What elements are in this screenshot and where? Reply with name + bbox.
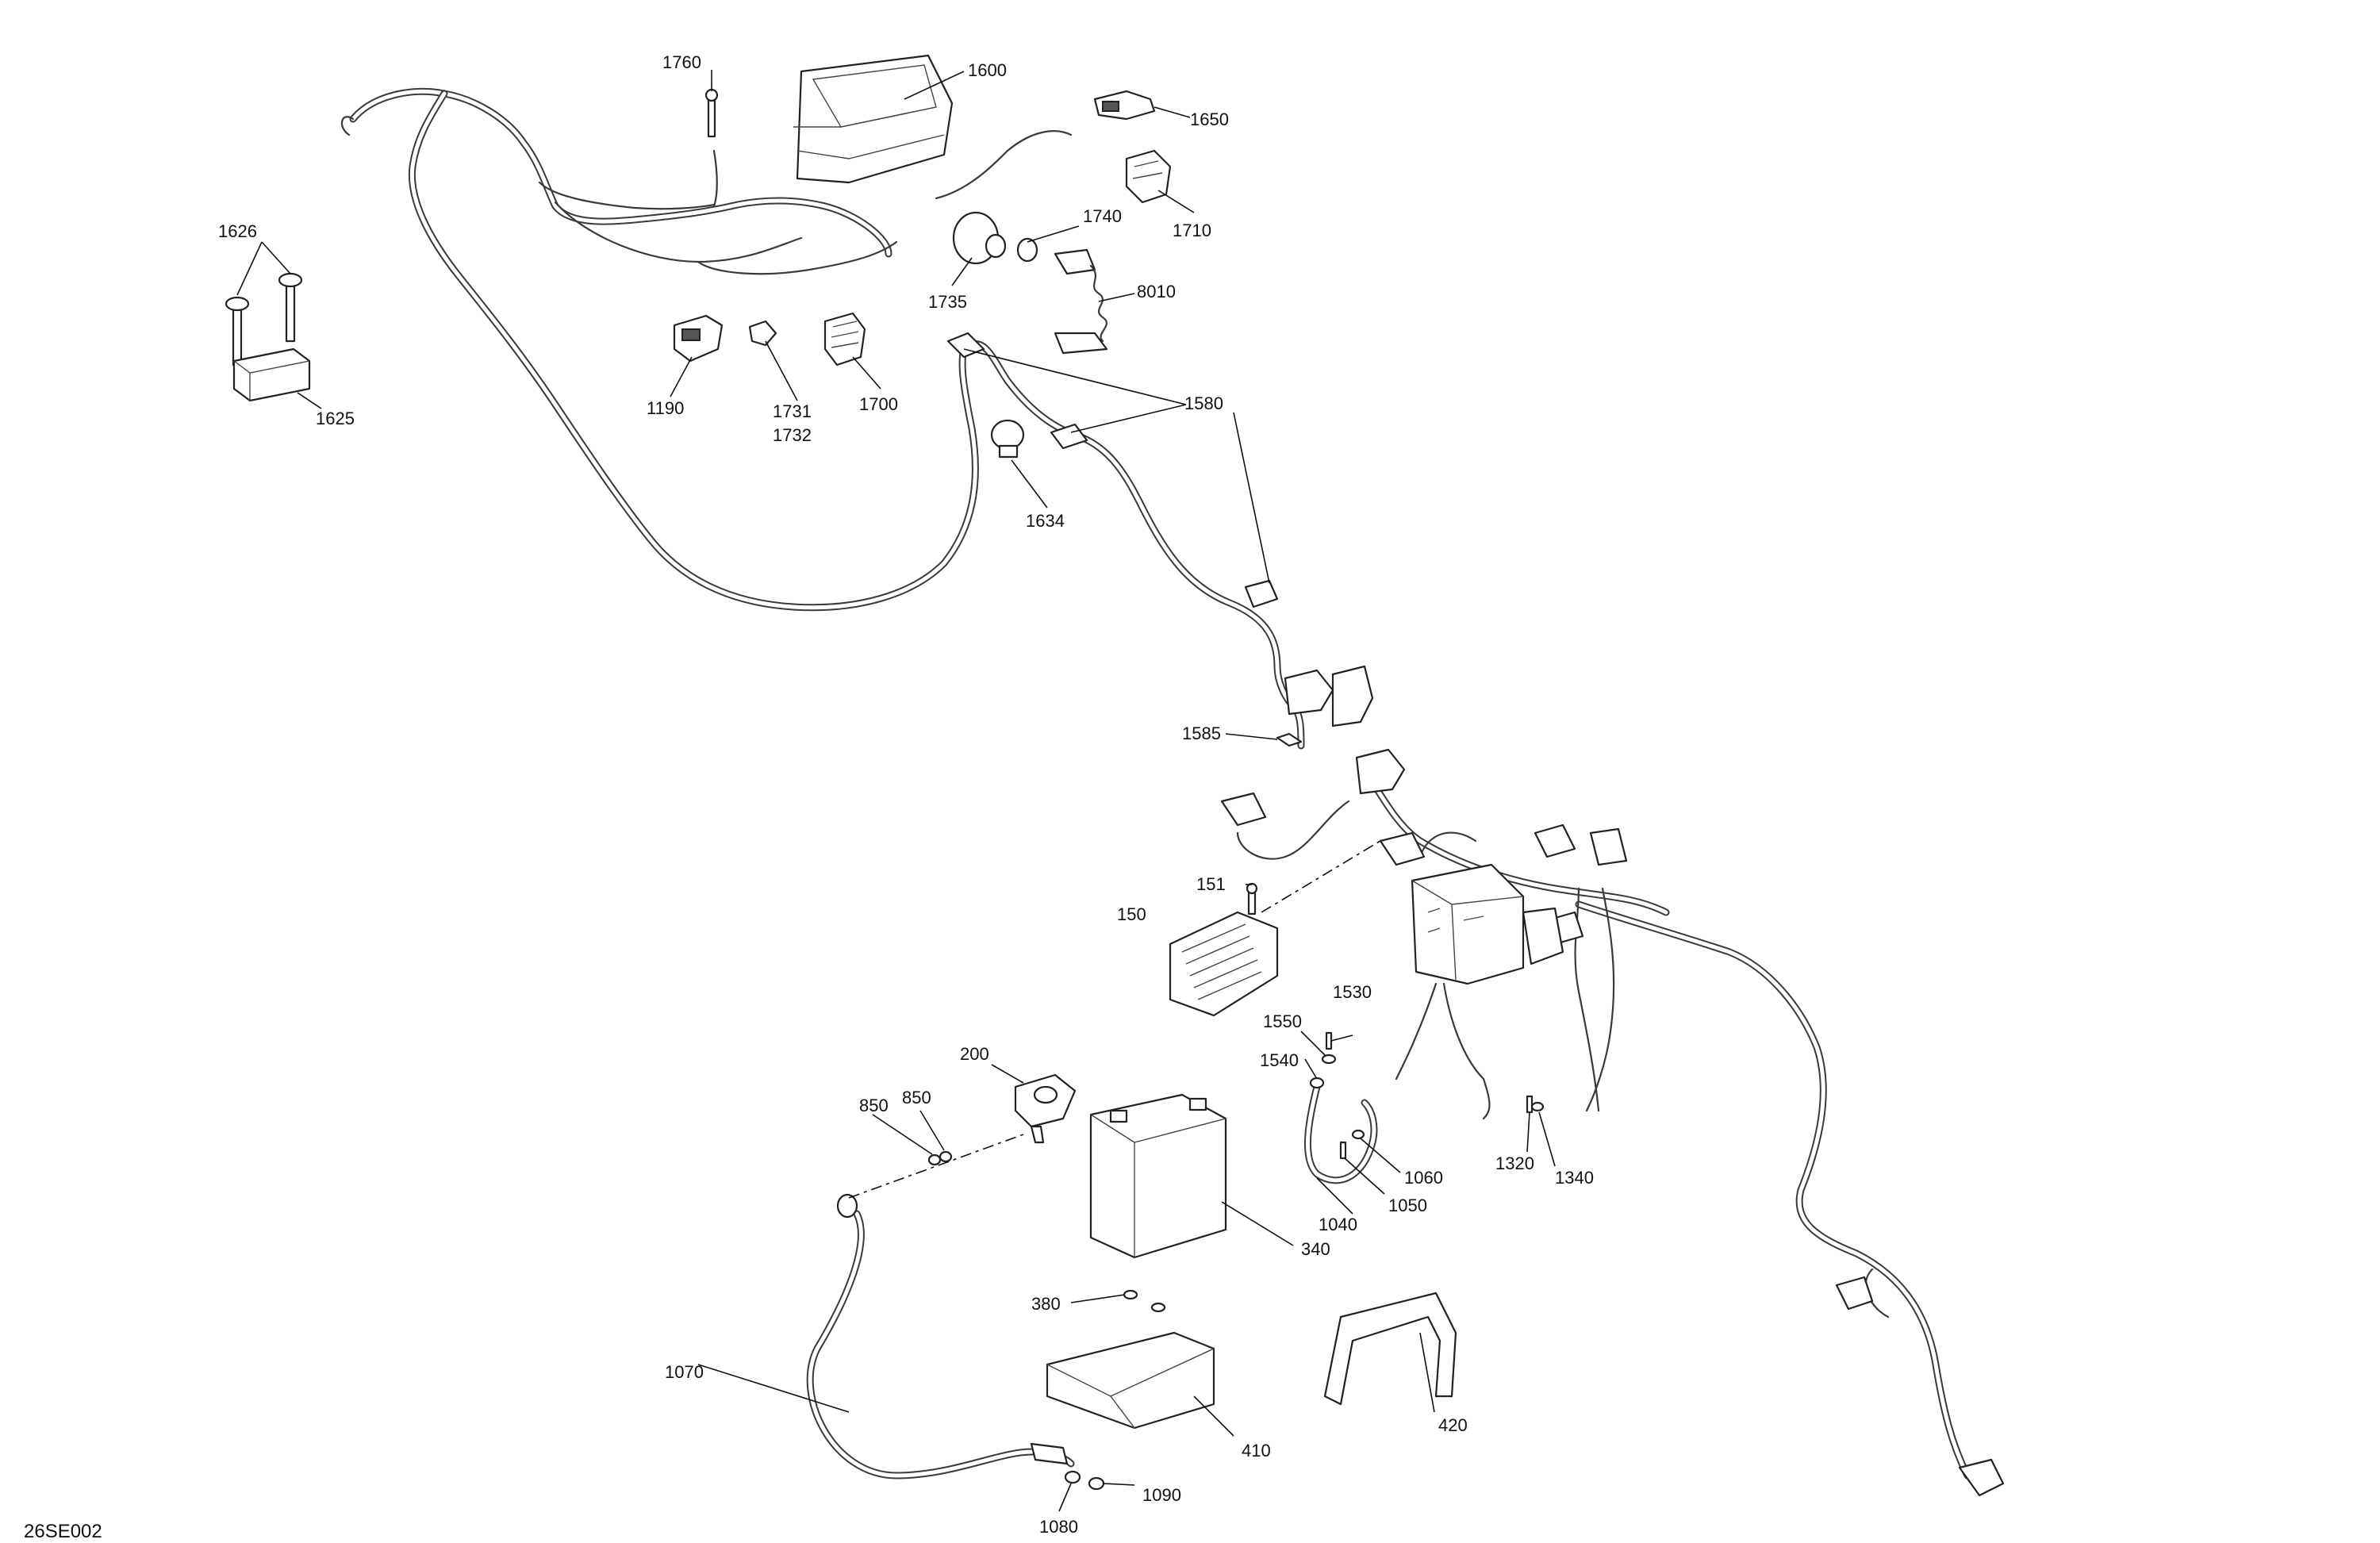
nuts-1080-1090 bbox=[1064, 1470, 1105, 1491]
cable-ties-1580 bbox=[946, 332, 1279, 608]
key-lanyard-8010 bbox=[1054, 248, 1108, 355]
part-label-8010: 8010 bbox=[1137, 282, 1176, 301]
part-label-1700: 1700 bbox=[859, 394, 898, 414]
leader-lines bbox=[236, 70, 1556, 1512]
part-label-1735: 1735 bbox=[928, 292, 967, 312]
connector-1650 bbox=[1093, 90, 1156, 121]
part-label-1040: 1040 bbox=[1319, 1215, 1357, 1234]
fuse-relay-box bbox=[1411, 863, 1564, 985]
part-label-1600: 1600 bbox=[968, 60, 1007, 80]
part-number-labels: 1760 1600 1650 1626 1740 1710 8010 1735 … bbox=[218, 52, 1594, 1537]
part-label-850-left: 850 bbox=[859, 1096, 889, 1115]
connector-pair-1585 bbox=[1276, 665, 1374, 747]
part-label-420: 420 bbox=[1438, 1415, 1468, 1435]
part-label-410: 410 bbox=[1242, 1441, 1271, 1460]
part-label-151: 151 bbox=[1196, 874, 1226, 894]
part-label-1740: 1740 bbox=[1083, 206, 1122, 226]
starter-solenoid-200 bbox=[1014, 1073, 1077, 1144]
part-label-1625: 1625 bbox=[316, 409, 355, 428]
module-1625 bbox=[232, 347, 311, 402]
assembly-lines bbox=[848, 840, 1381, 1199]
voltage-regulator-150 bbox=[1169, 911, 1279, 1017]
main-wiring-harness bbox=[340, 87, 1305, 750]
battery-tray-410 bbox=[1046, 1331, 1215, 1430]
hardware-1530-1550 bbox=[1321, 1031, 1337, 1065]
part-label-1190: 1190 bbox=[647, 398, 684, 418]
part-label-1710: 1710 bbox=[1173, 221, 1211, 240]
switch-1700 bbox=[823, 312, 866, 367]
switch-1710 bbox=[1125, 149, 1172, 204]
part-label-1626: 1626 bbox=[218, 221, 257, 241]
instrument-cluster-1600 bbox=[793, 54, 954, 184]
diagram-code: 26SE002 bbox=[24, 1521, 102, 1542]
plug-1731-1732 bbox=[748, 320, 777, 347]
part-label-1585: 1585 bbox=[1182, 724, 1221, 743]
part-label-150: 150 bbox=[1117, 904, 1146, 924]
part-label-1080: 1080 bbox=[1039, 1517, 1078, 1537]
part-label-200: 200 bbox=[960, 1044, 989, 1064]
part-label-1650: 1650 bbox=[1190, 109, 1229, 129]
nut-1740 bbox=[1016, 237, 1038, 263]
nuts-850 bbox=[927, 1150, 953, 1166]
battery-strap-420 bbox=[1323, 1292, 1457, 1406]
key-switch-1735 bbox=[952, 211, 1007, 265]
battery-340 bbox=[1089, 1093, 1227, 1259]
part-label-1060: 1060 bbox=[1404, 1168, 1443, 1188]
part-label-1580: 1580 bbox=[1184, 393, 1223, 413]
hardware-380 bbox=[1123, 1289, 1166, 1313]
part-label-1731: 1731 bbox=[773, 401, 812, 421]
part-label-1550: 1550 bbox=[1263, 1011, 1302, 1031]
part-label-1634: 1634 bbox=[1026, 511, 1065, 531]
sensor-1634 bbox=[990, 419, 1025, 459]
screw-1760 bbox=[704, 88, 719, 138]
hardware-1320-1340 bbox=[1526, 1095, 1545, 1114]
part-label-1050: 1050 bbox=[1388, 1196, 1427, 1215]
switch-1190 bbox=[673, 314, 724, 363]
part-label-1732: 1732 bbox=[773, 425, 812, 445]
part-label-1320: 1320 bbox=[1495, 1153, 1534, 1173]
screw-151 bbox=[1246, 882, 1258, 915]
ground-cable-1540 bbox=[1304, 1077, 1378, 1184]
hardware-1060-1050 bbox=[1339, 1129, 1365, 1160]
part-label-1090: 1090 bbox=[1142, 1485, 1181, 1505]
battery-cable-1070 bbox=[806, 1193, 1075, 1480]
part-label-850-right: 850 bbox=[902, 1088, 931, 1107]
part-label-1340: 1340 bbox=[1555, 1168, 1594, 1188]
part-label-1540: 1540 bbox=[1260, 1050, 1299, 1070]
part-label-340: 340 bbox=[1301, 1239, 1330, 1259]
part-label-1760: 1760 bbox=[662, 52, 701, 72]
part-label-380: 380 bbox=[1031, 1294, 1061, 1314]
part-label-1530: 1530 bbox=[1333, 982, 1372, 1002]
part-label-1070: 1070 bbox=[665, 1362, 704, 1382]
